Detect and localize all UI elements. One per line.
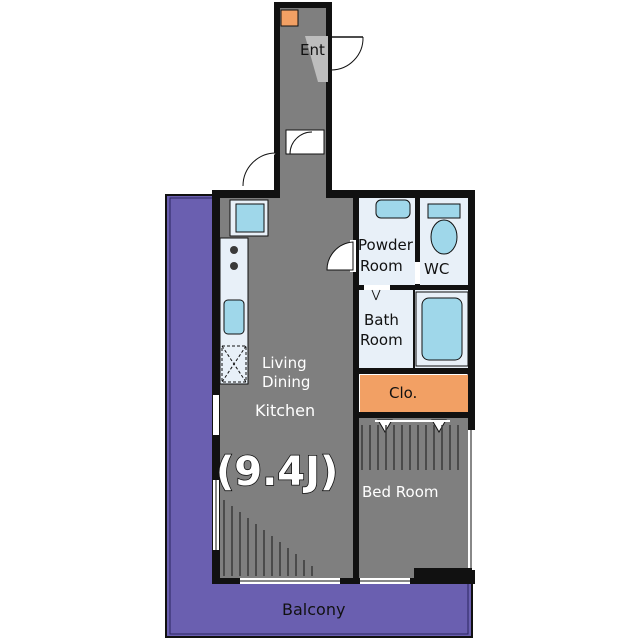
label-living: Living: [262, 354, 307, 372]
corridor-floor: [276, 4, 328, 200]
wall-top-right: [326, 190, 474, 198]
corridor-door[interactable]: [242, 152, 277, 187]
label-kitchen: Kitchen: [255, 401, 315, 420]
stove-burner-bottom: [230, 262, 238, 270]
corridor-wall-left: [274, 2, 280, 198]
label-closet: Clo.: [389, 384, 417, 402]
entrance-floor: [305, 36, 328, 82]
toilet-bowl: [430, 219, 458, 255]
label-wc: WC: [424, 260, 449, 278]
label-ldk-size: (9.4J): [216, 449, 338, 495]
label-powder: Powder: [358, 236, 414, 254]
label-powder-room: Room: [360, 257, 403, 275]
wc-door[interactable]: [415, 262, 420, 284]
label-entrance: Ent: [300, 41, 325, 59]
label-dining: Dining: [262, 373, 310, 391]
entrance-marker: [280, 9, 299, 27]
wall-left: [212, 190, 220, 584]
bedroom-hatching: [361, 425, 459, 470]
vanity-sink: [375, 199, 411, 219]
partition-ldk-bed: [353, 196, 359, 580]
label-bath: Bath: [364, 311, 399, 329]
partition-closet-bed: [356, 412, 472, 418]
ldk-hatching: [223, 500, 313, 576]
stove-burner-top: [230, 246, 238, 254]
bedroom-floor: [356, 418, 472, 582]
fridge-space: [221, 345, 247, 383]
label-balcony: Balcony: [282, 600, 345, 619]
entrance-door[interactable]: [330, 36, 364, 71]
powder-door[interactable]: [326, 240, 356, 272]
washer-pan: [235, 203, 265, 233]
corridor-wall-top: [274, 2, 332, 8]
closet: [360, 375, 468, 412]
partition-wet-bath: [356, 285, 472, 290]
label-bath-room: Room: [360, 331, 403, 349]
wall-top-left: [212, 190, 280, 198]
partition-powder-wc: [415, 196, 420, 288]
shoe-box-door[interactable]: [285, 129, 325, 155]
window-ldk-left-upper: [213, 395, 219, 435]
bath-door[interactable]: [364, 285, 390, 301]
partition-bath-closet: [356, 368, 472, 374]
corridor-wall-right: [326, 2, 332, 194]
wall-bottom: [212, 578, 475, 584]
kitchen-sink: [223, 299, 245, 335]
wall-right: [468, 190, 475, 584]
toilet-tank: [427, 203, 461, 219]
bathtub-basin: [421, 297, 463, 361]
label-bedroom: Bed Room: [362, 483, 439, 501]
